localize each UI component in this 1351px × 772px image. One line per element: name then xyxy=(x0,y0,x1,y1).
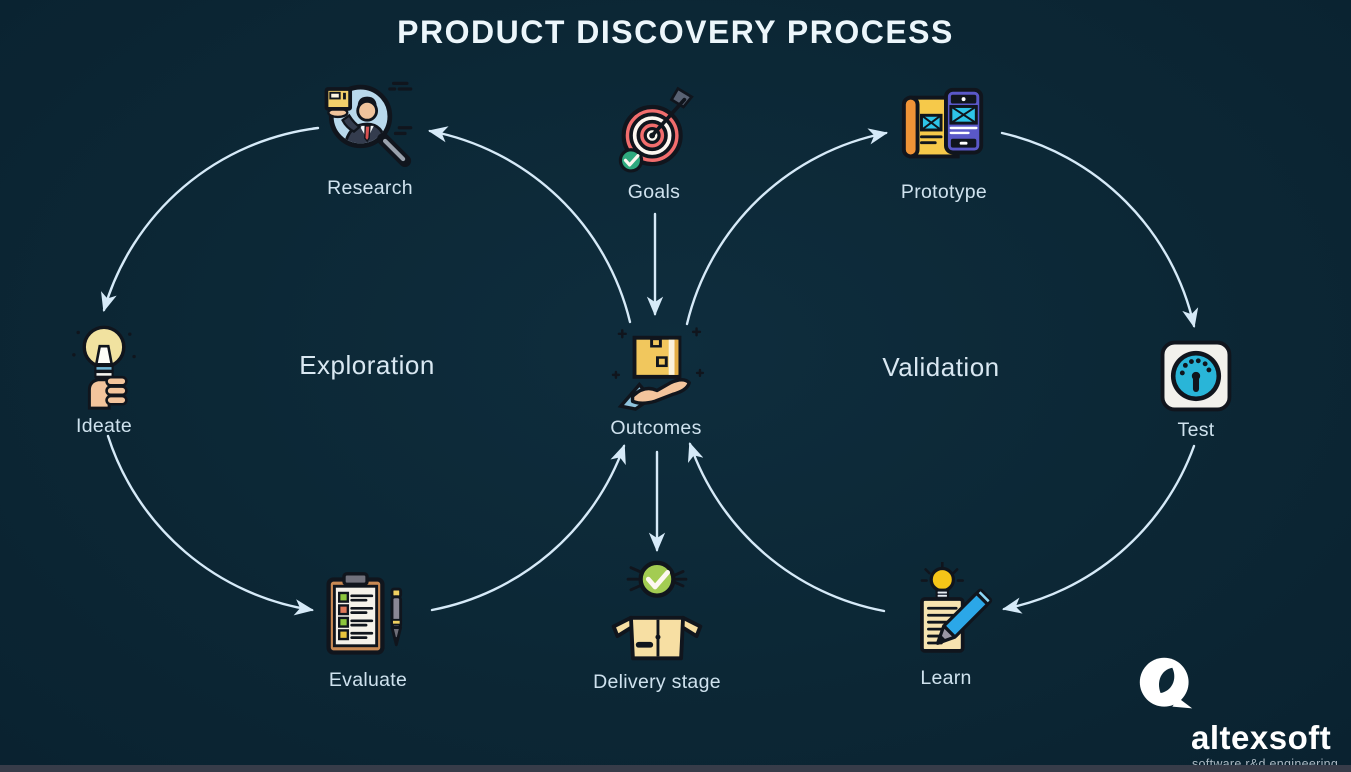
node-evaluate: Evaluate xyxy=(303,568,433,692)
altexsoft-brand-text: altexsoft xyxy=(1191,719,1332,756)
arrow-evaluate-to-outcomes xyxy=(430,444,626,612)
node-learn: Learn xyxy=(886,562,1006,690)
altexsoft-logo: altexsoft software r&d engineering xyxy=(1138,656,1338,771)
node-research: Research xyxy=(310,76,430,200)
arrow-ideate-to-evaluate xyxy=(106,434,315,616)
test-gauge-icon xyxy=(1158,338,1234,414)
altexsoft-logo-mark-icon xyxy=(1138,656,1338,717)
ideate-lightbulb-icon xyxy=(61,322,147,410)
research-magnifier-icon xyxy=(318,76,422,172)
node-label-learn: Learn xyxy=(920,667,972,689)
node-label-prototype: Prototype xyxy=(900,181,988,203)
diagram-title: PRODUCT DISCOVERY PROCESS xyxy=(397,14,954,50)
node-label-test: Test xyxy=(1177,419,1215,441)
exploration-loop-label: Exploration xyxy=(299,350,435,380)
arrow-outcomes-to-prototype xyxy=(685,128,889,326)
node-label-ideate: Ideate xyxy=(75,415,132,437)
node-label-research: Research xyxy=(327,177,413,199)
node-delivery: Delivery stage xyxy=(577,558,737,694)
node-ideate: Ideate xyxy=(44,322,164,438)
prototype-wireframe-icon xyxy=(895,82,993,176)
arrow-prototype-to-test xyxy=(1000,131,1199,328)
footer-bar xyxy=(0,765,1351,772)
outcomes-box-in-hand-icon xyxy=(607,326,705,412)
delivery-open-box-check-icon xyxy=(594,558,720,666)
node-label-delivery: Delivery stage xyxy=(593,671,721,693)
node-label-outcomes: Outcomes xyxy=(610,417,702,439)
arrow-test-to-learn xyxy=(1001,444,1196,614)
arrow-research-to-ideate xyxy=(101,126,320,312)
arrow-outcomes-to-research xyxy=(427,126,632,324)
arrow-learn-to-outcomes xyxy=(687,442,886,613)
validation-loop-label: Validation xyxy=(882,352,1000,382)
node-label-goals: Goals xyxy=(627,181,681,203)
node-label-evaluate: Evaluate xyxy=(328,669,408,691)
node-goals: Goals xyxy=(594,84,714,204)
learn-notes-pencil-icon xyxy=(894,562,998,662)
evaluate-checklist-icon xyxy=(315,568,421,664)
goals-target-icon xyxy=(608,84,700,176)
node-outcomes: Outcomes xyxy=(596,326,716,440)
node-test: Test xyxy=(1136,338,1256,442)
node-prototype: Prototype xyxy=(884,82,1004,204)
